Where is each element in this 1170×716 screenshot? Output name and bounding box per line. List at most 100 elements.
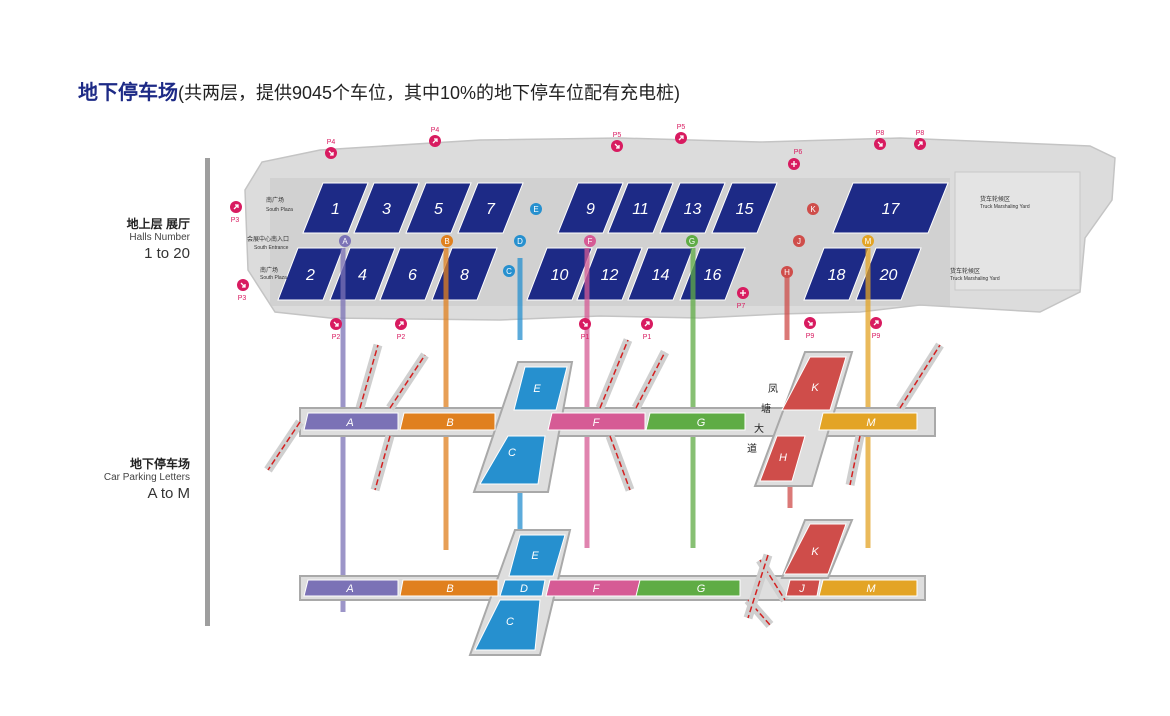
parking-zone-E[interactable]: E <box>508 534 566 577</box>
parking-marker-P1[interactable]: P1 <box>641 318 653 341</box>
hall-1[interactable]: 1 <box>302 182 369 234</box>
parking-marker-P5[interactable]: P5 <box>675 124 687 144</box>
parking-marker-P4[interactable]: P4 <box>325 139 337 159</box>
hall-label: 15 <box>736 201 754 218</box>
parking-marker-P1[interactable]: P1 <box>579 318 591 341</box>
parking-marker-label: P1 <box>581 334 590 341</box>
south-entrance-en: South Entrance <box>254 245 289 251</box>
hall-label: 4 <box>358 267 367 284</box>
road-label-char: 塘 <box>761 402 771 415</box>
lower-level-en: Car Parking Letters <box>103 472 190 483</box>
parking-zone-H[interactable]: H <box>759 435 806 482</box>
arrow-icon <box>333 321 339 327</box>
parking-marker-P7[interactable]: P7 <box>737 287 749 310</box>
title-main: 地下停车场 <box>78 82 178 104</box>
parking-zone-E[interactable]: E <box>513 366 568 411</box>
arrow-icon <box>877 141 883 147</box>
parking-zone-B[interactable]: B <box>399 412 496 431</box>
parking-marker-P9[interactable]: P9 <box>804 317 816 340</box>
parking-zone-G[interactable]: G <box>635 579 741 597</box>
parking-zone-A[interactable]: A <box>303 579 399 597</box>
hall-label: 6 <box>408 267 417 284</box>
parking-zone-label: E <box>533 383 541 395</box>
parking-marker-label: P8 <box>916 130 925 137</box>
zone-marker-G: G <box>686 235 698 247</box>
parking-zone-B[interactable]: B <box>399 579 499 597</box>
hall-4[interactable]: 4 <box>329 247 396 301</box>
hall-15[interactable]: 15 <box>711 182 778 234</box>
parking-marker-P5[interactable]: P5 <box>611 132 623 152</box>
hall-2[interactable]: 2 <box>277 247 344 301</box>
south-plaza-zh-top: 南广场 <box>266 196 284 204</box>
zone-marker-H: H <box>781 266 793 278</box>
parking-zone-label: G <box>697 417 706 429</box>
parking-zone-M[interactable]: M <box>818 579 918 597</box>
parking-marker-P4[interactable]: P4 <box>429 127 441 147</box>
hall-6[interactable]: 6 <box>379 247 446 301</box>
arrow-icon <box>791 161 797 167</box>
parking-marker-P3[interactable]: P3 <box>237 279 249 302</box>
south-entrance-zh: 会展中心南入口 <box>247 235 289 243</box>
parking-zone-F[interactable]: F <box>547 412 646 431</box>
lower-level-zh: 地下停车场 <box>129 457 190 471</box>
parking-zone-label: C <box>506 616 514 628</box>
hall-20[interactable]: 20 <box>855 247 922 301</box>
hall-label: 3 <box>382 201 391 218</box>
upper-level-zh: 地上层 展厅 <box>126 217 190 231</box>
parking-marker-label: P3 <box>231 217 240 224</box>
parking-zone-C[interactable]: C <box>479 435 546 485</box>
hall-5[interactable]: 5 <box>405 182 472 234</box>
parking-zone-label: A <box>345 417 353 429</box>
parking-zone-K[interactable]: K <box>781 356 847 411</box>
page-title: 地下停车场(共两层，提供9045个车位，其中10%的地下停车位配有充电桩) <box>78 76 680 105</box>
parking-zone-A[interactable]: A <box>303 412 399 431</box>
parking-zone-label: G <box>697 583 706 595</box>
hall-18[interactable]: 18 <box>803 247 870 301</box>
hall-3[interactable]: 3 <box>353 182 420 234</box>
parking-marker-P2[interactable]: P2 <box>395 318 407 341</box>
hall-label: 17 <box>882 201 901 218</box>
parking-zone-F[interactable]: F <box>545 579 641 597</box>
hall-label: 14 <box>652 267 670 284</box>
parking-zone-J[interactable]: J <box>785 579 821 597</box>
parking-zone-D[interactable]: D <box>499 579 546 597</box>
hall-13[interactable]: 13 <box>659 182 726 234</box>
hall-17[interactable]: 17 <box>832 182 949 234</box>
arrow-icon <box>398 321 404 327</box>
ramp <box>743 553 773 620</box>
hall-7[interactable]: 7 <box>457 182 524 234</box>
hall-11[interactable]: 11 <box>607 182 674 234</box>
parking-marker-P8[interactable]: P8 <box>914 130 926 150</box>
hall-14[interactable]: 14 <box>627 247 694 301</box>
parking-zone-M[interactable]: M <box>818 412 918 431</box>
parking-zone-K[interactable]: K <box>783 523 847 575</box>
parking-marker-P3[interactable]: P3 <box>230 201 242 224</box>
hall-label: 12 <box>601 267 619 284</box>
ramp <box>605 434 635 492</box>
hall-12[interactable]: 12 <box>576 247 643 301</box>
hall-9[interactable]: 9 <box>557 182 624 234</box>
ramp <box>264 419 304 473</box>
parking-marker-P2[interactable]: P2 <box>330 318 342 341</box>
parking-zone-C[interactable]: C <box>474 599 541 651</box>
hall-10[interactable]: 10 <box>526 247 593 301</box>
title-sub: (共两层，提供9045个车位，其中10%的地下停车位配有充电桩) <box>178 83 681 103</box>
hall-16[interactable]: 16 <box>679 247 746 301</box>
parking-marker-label: P5 <box>677 124 686 131</box>
parking-marker-P6[interactable]: P6 <box>788 149 802 170</box>
parking-zone-G[interactable]: G <box>645 412 746 431</box>
parking-marker-P9[interactable]: P9 <box>870 317 882 340</box>
zone-marker-label: D <box>517 237 523 246</box>
parking-marker-P8[interactable]: P8 <box>874 130 886 150</box>
truck-yard-en-bottom: Truck Marshaling Yard <box>950 276 1000 282</box>
parking-zone-label: D <box>520 583 528 595</box>
parking-zone-label: B <box>446 583 453 595</box>
parking-zone-label: M <box>866 583 876 595</box>
lower-level-range: A to M <box>147 485 190 502</box>
parking-zone-label: E <box>531 550 539 562</box>
parking-zone-label: B <box>446 417 453 429</box>
hall-label: 20 <box>879 267 898 284</box>
zone-marker-label: G <box>689 237 695 246</box>
